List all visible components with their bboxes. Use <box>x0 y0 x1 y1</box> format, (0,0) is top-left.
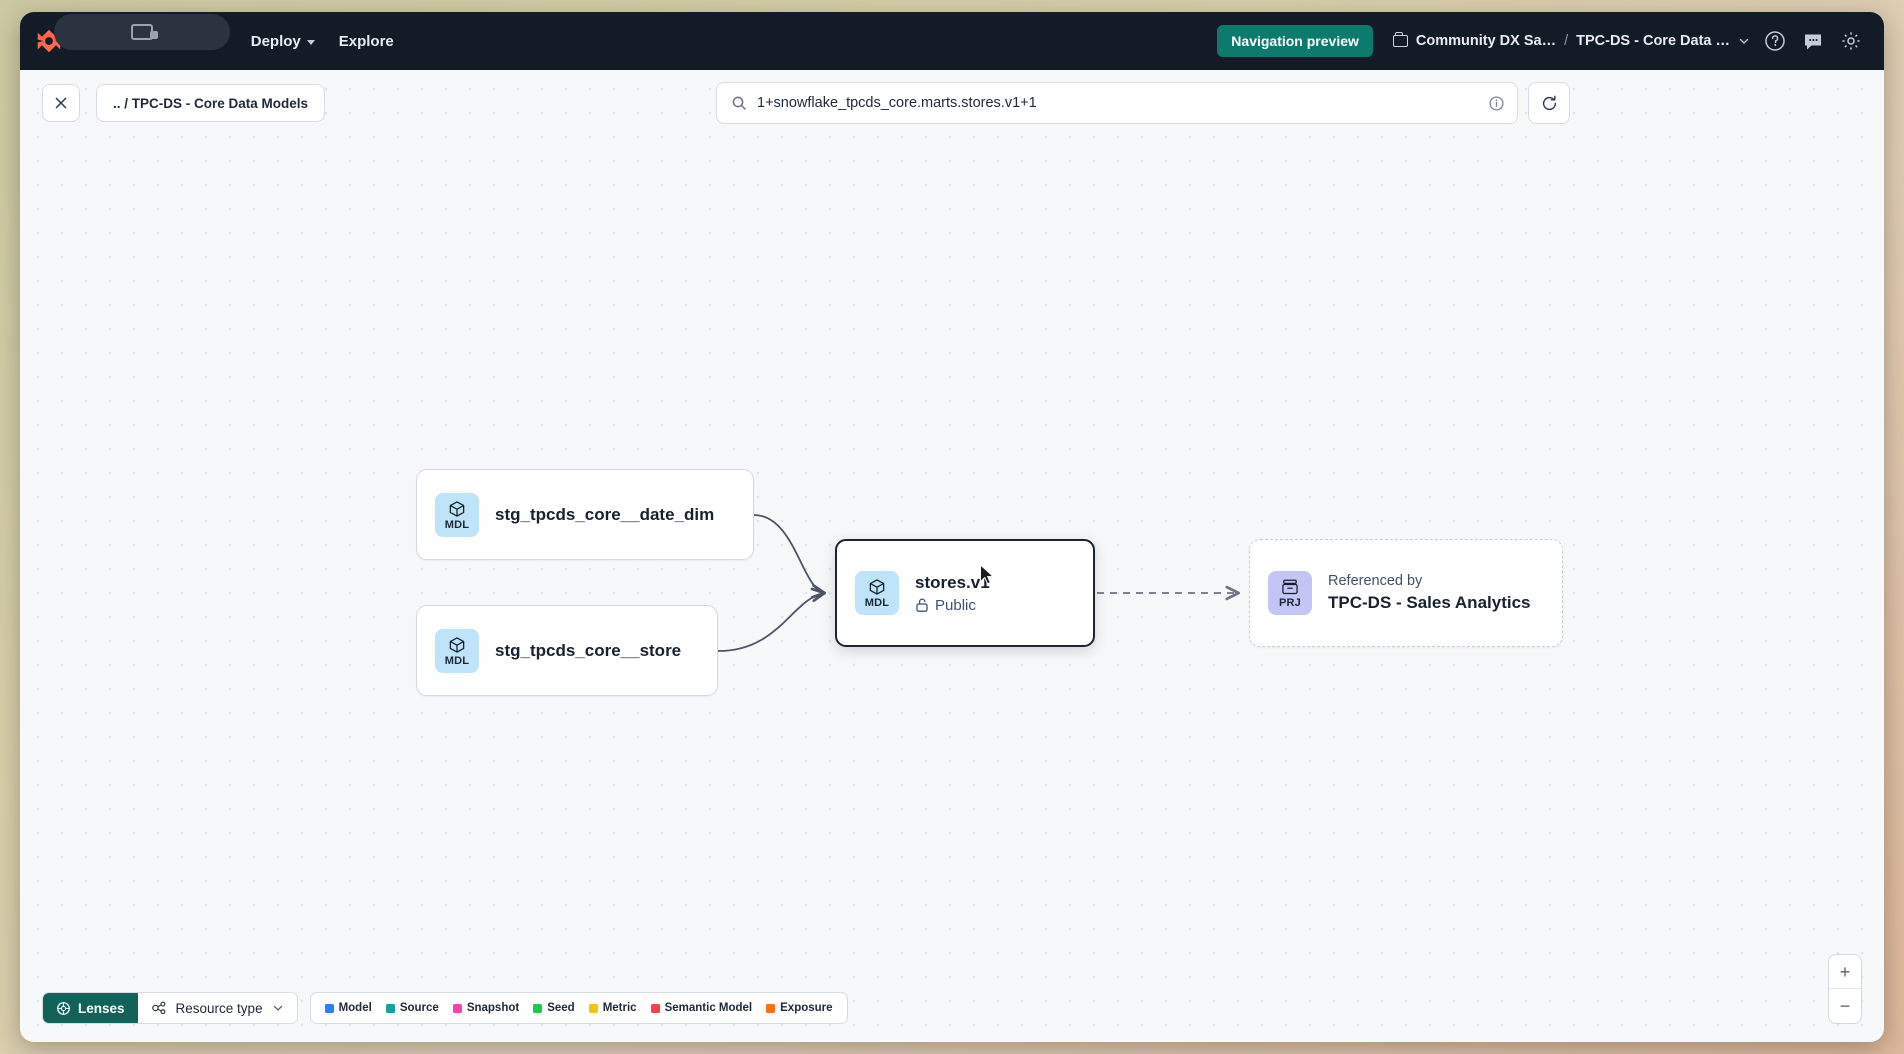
node-access-label: Public <box>935 596 976 614</box>
node-access-row: Public <box>915 597 990 614</box>
nav-item-explore-label: Explore <box>338 32 394 50</box>
legend-swatch-seed <box>533 1003 543 1013</box>
legend-label-snapshot: Snapshot <box>466 1002 520 1014</box>
node-badge-label: PRJ <box>1279 597 1301 609</box>
legend-item-exposure: Exposure <box>766 1002 833 1014</box>
legend-item-seed: Seed <box>533 1002 575 1014</box>
browser-tab-handle[interactable] <box>54 14 230 50</box>
cube-icon <box>869 579 885 595</box>
zoom-out-button[interactable]: − <box>1839 996 1851 1016</box>
lineage-node-referenced-by-project[interactable]: PRJ Referenced by TPC-DS - Sales Analyti… <box>1249 539 1563 647</box>
node-title: stg_tpcds_core__date_dim <box>495 504 715 524</box>
legend-label-metric: Metric <box>602 1002 637 1014</box>
zoom-in-button[interactable]: + <box>1829 955 1861 989</box>
lineage-graph: MDL stg_tpcds_core__date_dim MDL stg_tpc… <box>20 70 1884 1042</box>
close-icon <box>55 97 67 109</box>
node-badge-label: MDL <box>444 654 470 667</box>
chevron-down-icon <box>273 1005 282 1011</box>
refresh-icon <box>1542 95 1556 110</box>
breadcrumb-project[interactable]: TPC-DS - Core Data … <box>1576 33 1730 49</box>
legend-item-metric: Metric <box>588 1002 637 1014</box>
lineage-node-stores-v1[interactable]: MDL stores.v1 Public <box>835 539 1095 647</box>
nav-item-deploy[interactable]: Deploy <box>239 26 327 57</box>
node-badge-label: MDL <box>864 597 890 609</box>
nodes-icon <box>151 1001 165 1015</box>
legend-label-exposure: Exposure <box>780 1002 833 1014</box>
folder-icon <box>1392 32 1408 47</box>
lineage-search-row <box>716 82 1570 124</box>
app-window: dbt Develop Deploy Explore Navigation pr… <box>20 12 1884 1042</box>
close-lineage-button[interactable] <box>42 84 80 122</box>
lineage-edges <box>717 514 1240 652</box>
lineage-search-input[interactable] <box>757 95 1478 111</box>
zoom-controls: + − <box>1828 954 1862 1024</box>
cube-icon <box>449 636 465 653</box>
breadcrumb-separator: / <box>1564 33 1569 49</box>
lineage-toolbar: .. / TPC-DS - Core Data Models <box>20 70 1884 136</box>
lenses-label: Lenses <box>78 1000 125 1016</box>
legend-label-source: Source <box>399 1002 439 1014</box>
lineage-canvas[interactable]: MDL stg_tpcds_core__date_dim MDL stg_tpc… <box>20 70 1884 1042</box>
node-badge-model: MDL <box>435 628 479 673</box>
project-icon <box>1282 579 1298 595</box>
legend-swatch-snapshot <box>452 1003 462 1013</box>
nav-item-deploy-label: Deploy <box>250 32 301 50</box>
node-text-stack: Referenced by TPC-DS - Sales Analytics <box>1328 573 1531 613</box>
refresh-lineage-button[interactable] <box>1528 82 1570 124</box>
node-title: stores.v1 <box>915 572 990 592</box>
node-title: stg_tpcds_core__store <box>495 640 682 660</box>
lineage-node-stg-store[interactable]: MDL stg_tpcds_core__store <box>416 605 718 696</box>
unlock-icon <box>916 598 928 612</box>
lineage-bottom-controls: Lenses Resource type <box>42 992 848 1024</box>
info-icon[interactable] <box>1488 95 1505 112</box>
legend-swatch-exposure <box>766 1003 776 1013</box>
lens-icon <box>57 1001 70 1015</box>
breadcrumb-chevron-down-icon[interactable] <box>1738 35 1750 47</box>
legend-item-snapshot: Snapshot <box>452 1002 520 1014</box>
chevron-down-icon <box>306 39 315 45</box>
resource-type-label: Resource type <box>175 1000 263 1016</box>
navigation-preview-button[interactable]: Navigation preview <box>1217 25 1373 57</box>
resource-type-legend: Model Source Snapshot Seed <box>309 992 848 1024</box>
legend-swatch-model <box>324 1003 334 1013</box>
node-badge-label: MDL <box>444 518 470 531</box>
legend-item-model: Model <box>324 1002 372 1014</box>
legend-label-semantic-model: Semantic Model <box>664 1002 753 1014</box>
feedback-icon[interactable] <box>1800 28 1826 54</box>
lens-control-group: Lenses Resource type <box>42 992 298 1024</box>
browser-tab-icon <box>131 24 158 40</box>
search-icon <box>732 96 746 110</box>
resource-type-button[interactable]: Resource type <box>137 993 297 1023</box>
lineage-search-box[interactable] <box>716 82 1518 124</box>
node-badge-project: PRJ <box>1268 571 1312 615</box>
node-text-stack: stores.v1 Public <box>915 573 990 614</box>
legend-label-seed: Seed <box>547 1002 575 1014</box>
cube-icon <box>449 500 465 517</box>
settings-gear-icon[interactable] <box>1838 28 1864 54</box>
legend-swatch-semantic-model <box>650 1003 660 1013</box>
help-icon[interactable] <box>1762 28 1788 54</box>
legend-swatch-metric <box>588 1003 598 1013</box>
legend-item-source: Source <box>385 1002 439 1014</box>
legend-swatch-source <box>385 1003 395 1013</box>
node-title: TPC-DS - Sales Analytics <box>1328 593 1531 612</box>
top-navigation-bar: dbt Develop Deploy Explore Navigation pr… <box>20 12 1884 70</box>
breadcrumb-account[interactable]: Community DX Sa… <box>1415 33 1557 49</box>
nav-item-explore[interactable]: Explore <box>327 26 406 57</box>
node-badge-model: MDL <box>855 571 899 615</box>
lineage-breadcrumb-pill[interactable]: .. / TPC-DS - Core Data Models <box>96 84 326 122</box>
node-badge-model: MDL <box>435 492 479 537</box>
lineage-node-stg-date-dim[interactable]: MDL stg_tpcds_core__date_dim <box>416 469 754 560</box>
lenses-button[interactable]: Lenses <box>43 993 138 1023</box>
legend-item-semantic-model: Semantic Model <box>650 1002 753 1014</box>
legend-label-model: Model <box>338 1002 372 1014</box>
account-breadcrumb: Community DX Sa… / TPC-DS - Core Data … <box>1392 32 1750 49</box>
node-kicker: Referenced by <box>1328 573 1423 589</box>
